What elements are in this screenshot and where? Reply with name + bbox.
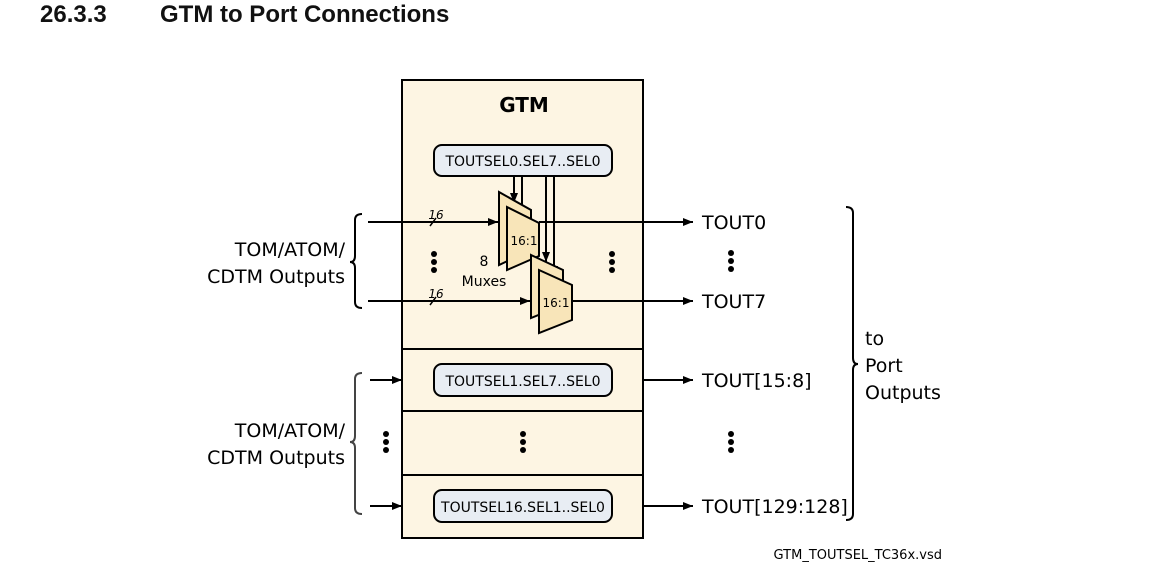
input-group-label: CDTM Outputs [207, 266, 345, 288]
register-label: TOUTSEL16.SEL1..SEL0 [440, 500, 605, 516]
output-lines [539, 218, 693, 510]
register-box-16: TOUTSEL16.SEL1..SEL0 [433, 489, 613, 523]
bus-width-label: 16 [428, 208, 444, 222]
register-label: TOUTSEL0.SEL7..SEL0 [444, 154, 600, 170]
bus-width-label: 16 [428, 287, 444, 301]
mux-label: 16:1 [511, 234, 538, 248]
output-label-tout7: TOUT7 [701, 291, 766, 313]
ellipsis-icon [728, 431, 734, 453]
section-title: GTM to Port Connections [160, 1, 450, 28]
mux-count-label: Muxes [462, 274, 507, 290]
ellipsis-icon [609, 251, 615, 273]
mux-label: 16:1 [543, 296, 570, 310]
output-label-tout15-8: TOUT[15:8] [701, 370, 812, 392]
input-brace-bottom [349, 372, 363, 515]
figure-filename: GTM_TOUTSEL_TC36x.vsd [774, 548, 942, 563]
mux-group-2: 16:1 [530, 253, 573, 335]
ellipsis-icon [383, 431, 389, 453]
gtm-label: GTM [499, 93, 549, 117]
register-label: TOUTSEL1.SEL7..SEL0 [444, 374, 600, 390]
input-lines-bottom [370, 376, 402, 510]
input-group-label: TOM/ATOM/ [234, 239, 346, 261]
ellipsis-dots [383, 250, 734, 453]
register-box-0: TOUTSEL0.SEL7..SEL0 [433, 144, 613, 177]
input-group-label: CDTM Outputs [207, 447, 345, 469]
mux-shape [538, 268, 573, 335]
input-lines-top [368, 217, 530, 306]
ellipsis-icon [728, 250, 734, 272]
ellipsis-icon [520, 431, 526, 453]
section-number: 26.3.3 [40, 1, 107, 28]
port-outputs-label: Outputs [865, 382, 941, 404]
output-label-tout0: TOUT0 [701, 212, 766, 234]
port-outputs-brace [845, 206, 859, 521]
port-outputs-label: Port [865, 355, 903, 377]
input-brace-top [349, 213, 363, 309]
mux-count-label: 8 [480, 254, 489, 270]
ellipsis-icon [431, 251, 437, 273]
input-group-label: TOM/ATOM/ [234, 420, 346, 442]
register-box-1: TOUTSEL1.SEL7..SEL0 [433, 363, 613, 397]
port-outputs-label: to [865, 328, 884, 350]
output-label-tout129-128: TOUT[129:128] [701, 496, 848, 518]
